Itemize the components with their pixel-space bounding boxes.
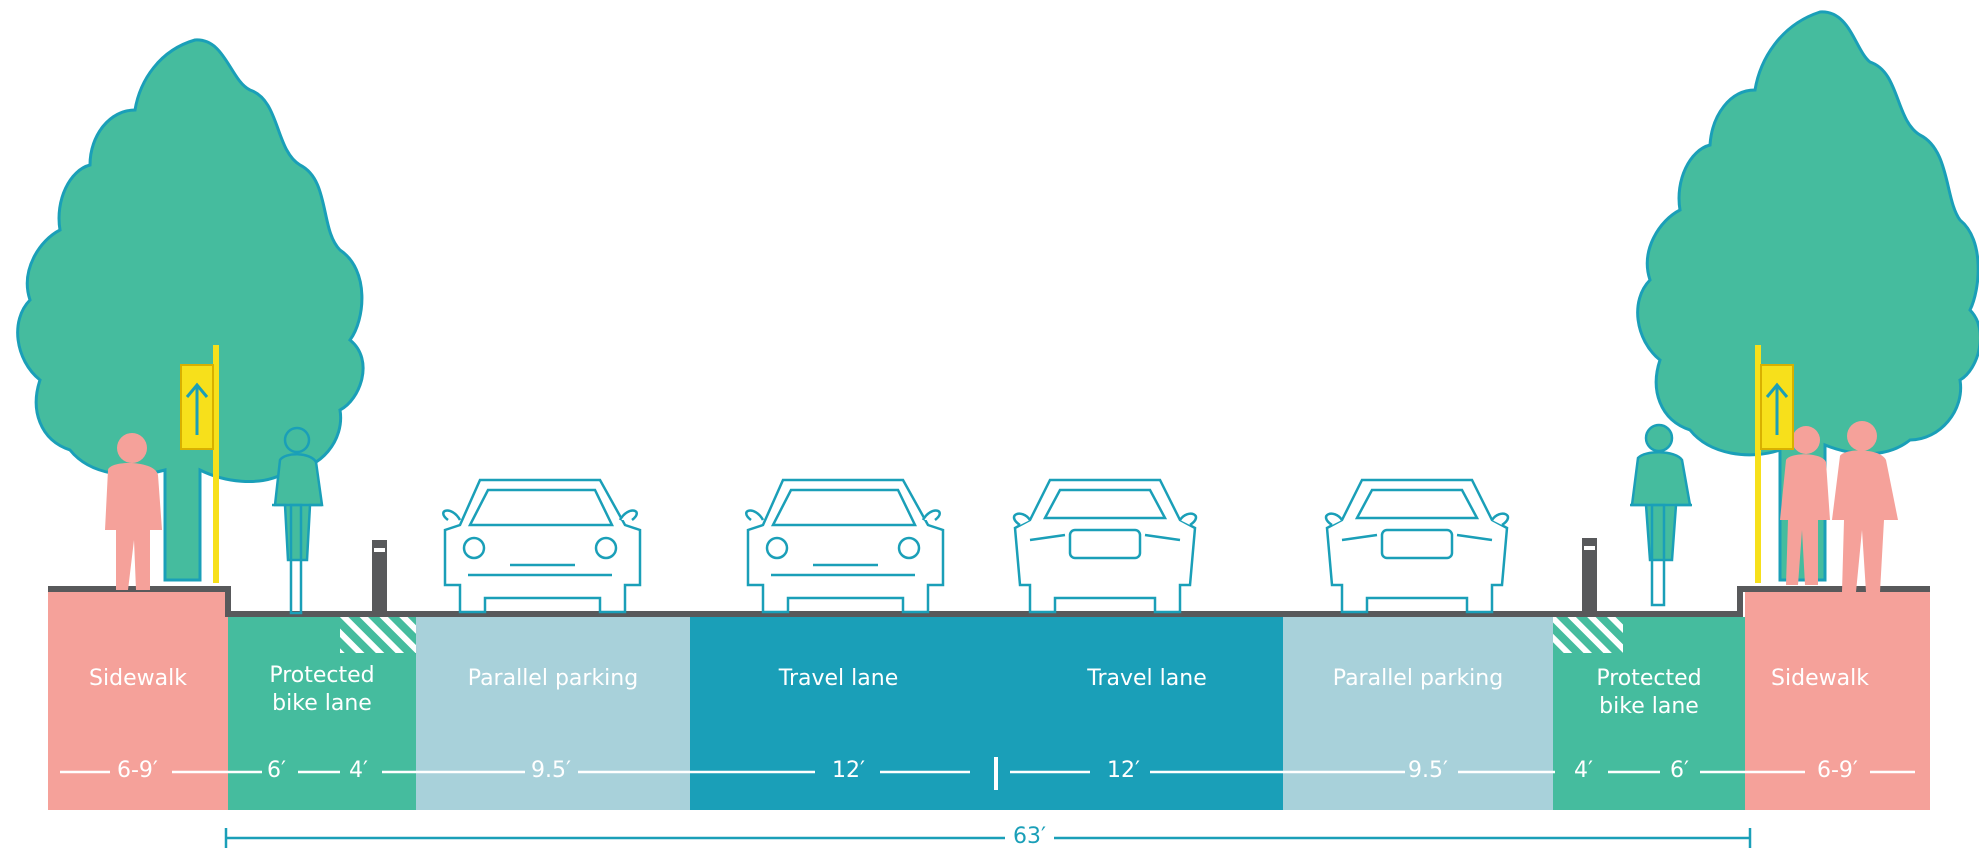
segment-travel-lane-left [690, 617, 997, 810]
dimension-label: 9.5′ [1408, 758, 1448, 783]
segment-label-travel-lane-right: Travel lane [1087, 666, 1207, 691]
tree-icon [1636, 10, 1979, 582]
dimension-label: 6′ [267, 758, 286, 783]
buffer-hatch-left [340, 617, 416, 653]
segment-travel-lane-right [997, 617, 1283, 810]
dimension-label: 4′ [349, 758, 368, 783]
pedestrian-icon [1780, 426, 1830, 585]
segment-sidewalk-right [1745, 592, 1930, 810]
dimension-label: 6-9′ [1817, 758, 1858, 783]
cyclist-icon [272, 426, 324, 615]
total-width-label: 63′ [1005, 824, 1054, 849]
tree-icon [16, 38, 365, 582]
segment-parking-right [1283, 617, 1553, 810]
car-rear-icon [1324, 478, 1510, 614]
dimension-lines [60, 757, 1915, 790]
cyclist-icon [1630, 423, 1692, 607]
segment-label-parking-left: Parallel parking [467, 666, 639, 691]
bollard-icon [372, 540, 387, 614]
segment-sidewalk-left [48, 592, 228, 810]
dimension-label: 9.5′ [531, 758, 571, 783]
segment-label-bike-lane-right: Protected bike lane [1596, 666, 1702, 719]
car-front-icon [442, 478, 642, 614]
total-width-line [224, 828, 1752, 848]
pedestrian-icon [105, 433, 162, 590]
pedestrian-icon [1832, 421, 1898, 592]
buffer-hatch-right [1553, 617, 1623, 653]
dimension-label: 12′ [832, 758, 865, 783]
car-front-icon [745, 478, 945, 614]
car-rear-icon [1012, 478, 1198, 614]
bike-sign-icon [1755, 345, 1794, 583]
curb-line [48, 586, 1930, 617]
dimension-label: 6′ [1670, 758, 1689, 783]
dimension-label: 4′ [1574, 758, 1593, 783]
segment-label-sidewalk-left: Sidewalk [89, 666, 187, 691]
bollard-icon [1582, 538, 1597, 612]
segment-label-parking-right: Parallel parking [1332, 666, 1504, 691]
bike-sign-icon [180, 345, 219, 583]
segment-label-sidewalk-right: Sidewalk [1771, 666, 1869, 691]
dimension-label: 6-9′ [117, 758, 158, 783]
segment-parking-left [416, 617, 690, 810]
segment-label-bike-lane-left: Protected bike lane [269, 663, 375, 716]
dimension-label: 12′ [1107, 758, 1140, 783]
segment-label-travel-lane-left: Travel lane [778, 666, 899, 691]
